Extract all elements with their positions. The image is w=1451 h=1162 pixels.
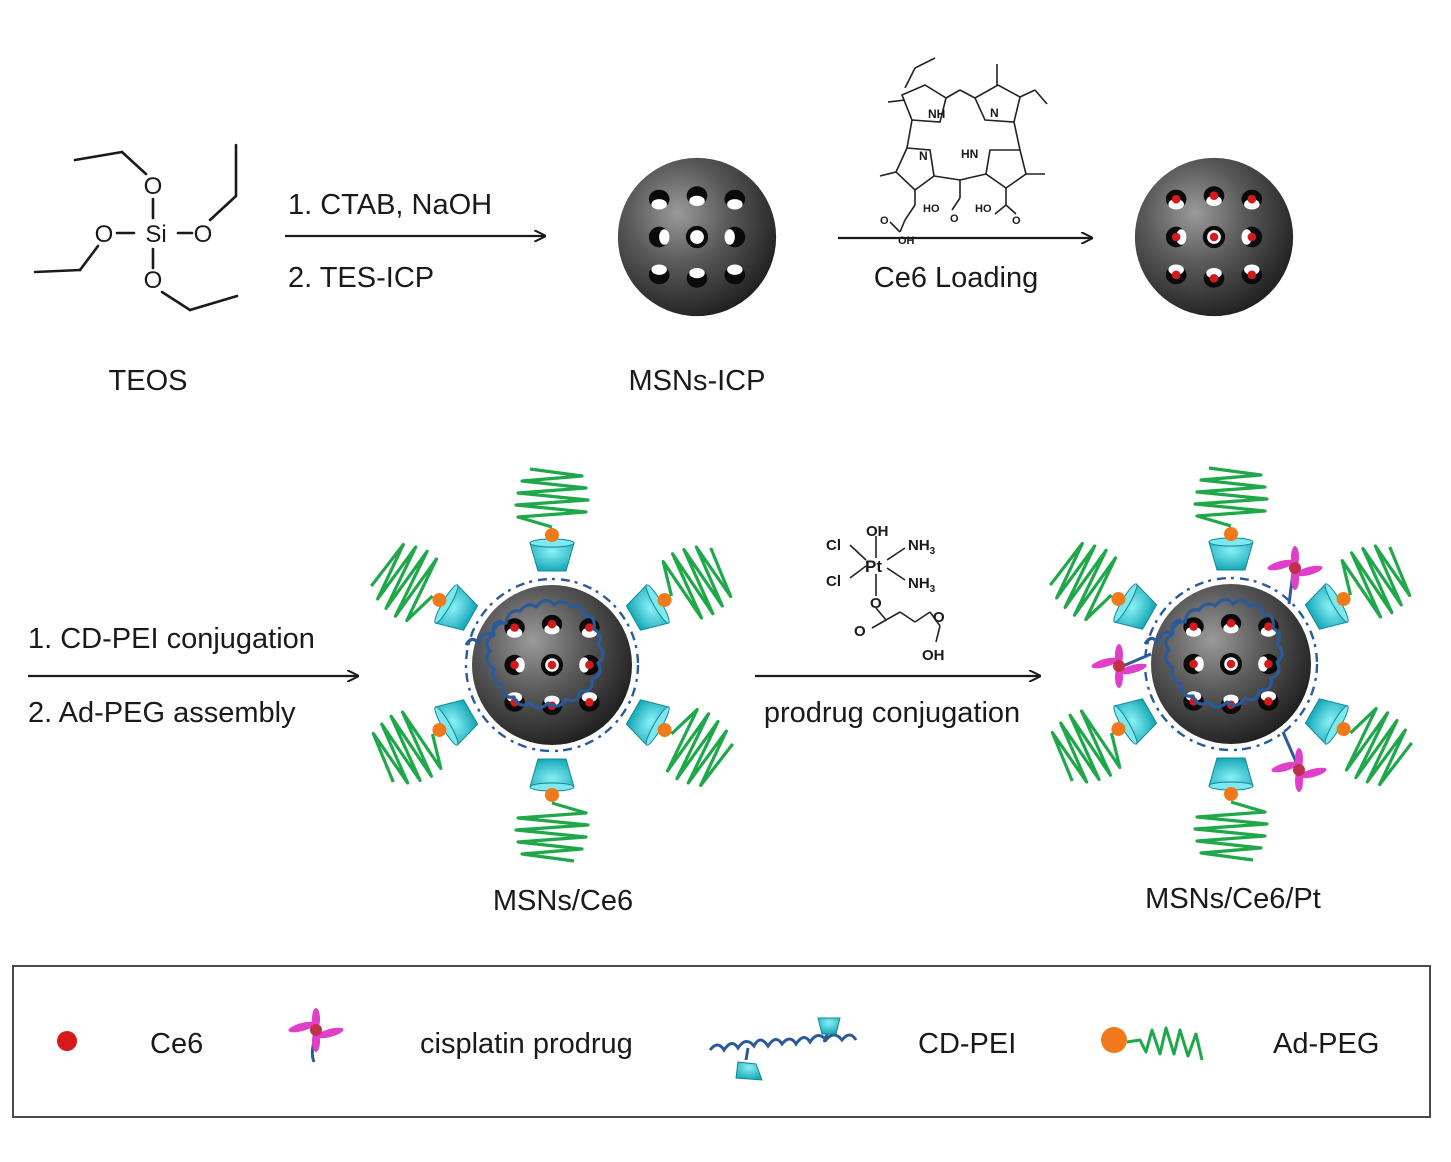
- ce6-atom-oh: OH: [898, 235, 915, 247]
- legend-label-ce6: Ce6: [150, 1028, 203, 1060]
- ce6-atom-n: N: [990, 106, 999, 120]
- arrow-label-bottom: prodrug conjugation: [764, 697, 1020, 729]
- prodrug-atom-cl: Cl: [826, 573, 841, 590]
- atom-o: O: [194, 221, 213, 248]
- msns-ce6-particle: [364, 469, 739, 861]
- prodrug-atom-cl: Cl: [826, 537, 841, 554]
- prodrug-atom-o: O: [854, 623, 866, 640]
- legend-box: [12, 965, 1431, 1118]
- atom-o: O: [95, 221, 114, 248]
- cd-ad-peg-arm: [516, 759, 588, 861]
- cd-ad-peg-arm: [516, 469, 588, 571]
- cd-ad-peg-arm: [615, 536, 739, 649]
- ce6-atom-o: O: [1012, 215, 1021, 227]
- prodrug-atom-pt: Pt: [865, 557, 882, 576]
- ce6-structure: NH N N HN O OH HO O HO O: [879, 57, 1048, 247]
- arrow-label-top: 1. CD-PEI conjugation: [28, 623, 315, 655]
- ce6-atom-nh: NH: [928, 107, 945, 121]
- teos-label: TEOS: [109, 365, 188, 397]
- cd-ad-peg-arm: [1043, 680, 1167, 793]
- teos-structure: O Si O O O: [33, 143, 239, 312]
- ce6-atom-n: N: [919, 149, 928, 163]
- ce6-atom-o: O: [950, 213, 959, 225]
- atom-si: Si: [145, 221, 166, 248]
- atom-o: O: [144, 267, 163, 294]
- ce6-atom-o: O: [880, 215, 889, 227]
- prodrug-atom-oh: OH: [922, 647, 945, 664]
- prodrug-atom-nh3: NH3: [908, 575, 936, 595]
- msns-icp-label: MSNs-ICP: [629, 365, 766, 397]
- cd-ad-peg-arm: [364, 536, 488, 649]
- ad-peg-icon: [1101, 1026, 1204, 1061]
- cd-ad-peg-arm: [1043, 535, 1167, 648]
- arrow-label-top: 1. CTAB, NaOH: [288, 189, 492, 221]
- prodrug-molecule: [1266, 546, 1324, 590]
- legend-label-ad-peg: Ad-PEG: [1273, 1028, 1379, 1060]
- cd-pei-icon: [708, 1017, 858, 1081]
- cd-ad-peg-arm: [615, 681, 739, 794]
- prodrug-molecule: [1090, 644, 1148, 688]
- arrow-label-bottom: 2. TES-ICP: [288, 262, 434, 294]
- msns-icp-sphere: [617, 157, 777, 317]
- prodrug-molecule: [1270, 748, 1328, 792]
- legend-label-cd-pei: CD-PEI: [918, 1028, 1016, 1060]
- msns-ce6-label: MSNs/Ce6: [493, 885, 633, 917]
- ce6-atom-hn: HN: [961, 147, 978, 161]
- msns-ce6-pt-label: MSNs/Ce6/Pt: [1145, 883, 1321, 915]
- ce6-atom-ho: HO: [923, 203, 940, 215]
- ce6-loaded-sphere: [1134, 157, 1294, 317]
- cisplatin-prodrug-icon: [287, 1008, 345, 1063]
- atom-o: O: [144, 173, 163, 200]
- cisplatin-prodrug-structure: OH Cl Cl Pt NH3 NH3 O O O OH: [826, 523, 945, 664]
- cd-ad-peg-arm: [1195, 758, 1267, 860]
- cd-ad-peg-arm: [364, 681, 488, 794]
- legend-label-prodrug: cisplatin prodrug: [420, 1028, 633, 1060]
- prodrug-atom-o: O: [870, 595, 882, 612]
- ce6-atom-ho: HO: [975, 203, 992, 215]
- arrow-label-bottom: 2. Ad-PEG assembly: [28, 697, 296, 729]
- prodrug-atom-oh: OH: [866, 523, 889, 540]
- prodrug-atom-nh3: NH3: [908, 537, 936, 557]
- cd-ad-peg-arm: [1195, 468, 1267, 570]
- red-dot-icon: [57, 1031, 77, 1051]
- legend: Ce6 cisplatin prodrug CD-PEI Ad-PEG: [12, 965, 1431, 1118]
- cd-ad-peg-arm: [1294, 535, 1418, 648]
- msns-ce6-pt-particle: [1043, 468, 1418, 860]
- prodrug-atom-o: O: [933, 609, 945, 626]
- arrow-label-bottom: Ce6 Loading: [874, 262, 1038, 294]
